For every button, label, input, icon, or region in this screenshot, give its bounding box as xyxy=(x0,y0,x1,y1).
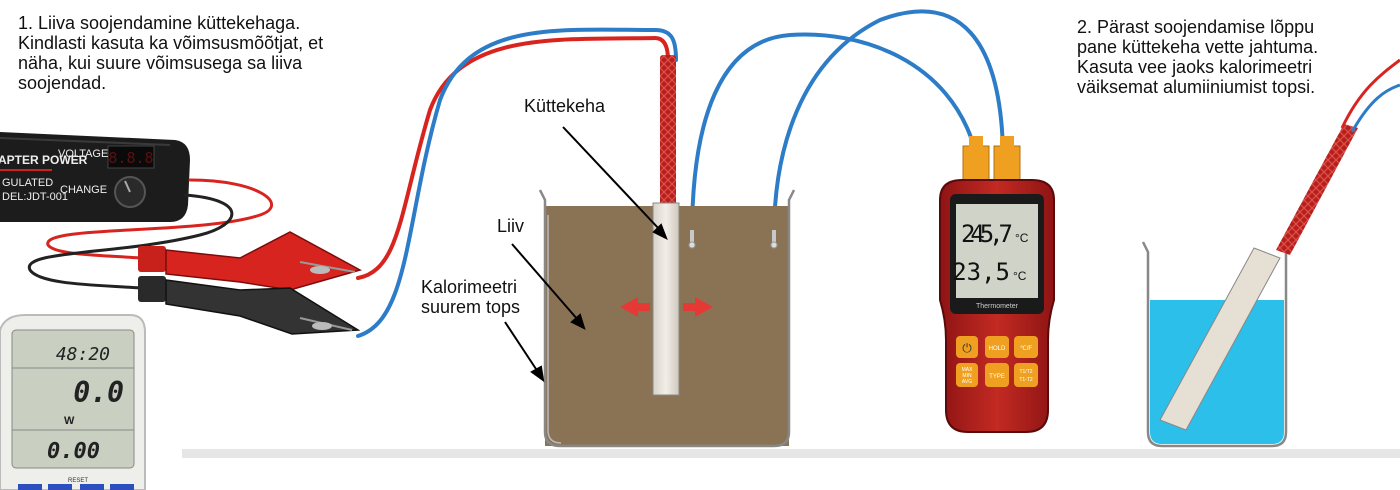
table-surface xyxy=(182,449,1400,458)
thermometer-t2: 23,5 xyxy=(952,258,1010,286)
adapter-voltage-label: VOLTAGE xyxy=(58,148,108,160)
power-meter-unit: W xyxy=(64,415,75,427)
thermometer-power-button[interactable] xyxy=(956,336,978,358)
thermometer-t1t2-button[interactable] xyxy=(1014,363,1038,387)
probe-tips xyxy=(688,230,778,249)
adapter-change-label: CHANGE xyxy=(60,184,107,196)
thermometer-type-button[interactable] xyxy=(985,363,1009,387)
calorimeter-big-cup-label: Kalorimeetri suurem tops xyxy=(421,277,521,317)
power-meter-button-1 xyxy=(18,484,42,490)
thermometer-t1: 245,7 xyxy=(961,220,1013,248)
power-meter: 48:20 0.0 W 0.00 RESET xyxy=(0,314,146,490)
heater-element xyxy=(652,202,680,396)
adapter-brand-text: APTER POWER xyxy=(0,153,88,167)
thermometer-model-label: Thermometer xyxy=(976,303,1019,310)
step-2-instructions: 2. Pärast soojendamise lõppu pane küttek… xyxy=(1077,17,1319,97)
svg-text:℃/F: ℃/F xyxy=(1020,346,1032,352)
power-meter-button-3 xyxy=(80,484,104,490)
adapter-wires xyxy=(27,178,274,290)
svg-text:HOLD: HOLD xyxy=(989,346,1006,352)
svg-text:⏻: ⏻ xyxy=(962,341,972,355)
adapter-model-text: DEL:JDT-001 xyxy=(2,191,68,203)
red-alligator-clip xyxy=(138,231,362,291)
power-meter-power: 0.0 xyxy=(73,376,124,409)
heater-cable xyxy=(356,27,678,338)
sand-label: Liiv xyxy=(497,216,525,236)
adapter-display: 8.8.8 xyxy=(108,149,153,167)
power-meter-energy: 0.00 xyxy=(47,439,100,464)
cooling-heater xyxy=(1159,58,1400,431)
power-meter-button-2 xyxy=(48,484,72,490)
thermometer-t2-unit: °C xyxy=(1013,269,1027,283)
thermometer: 245,7 °C 23,5 °C Thermometer ⏻ HOLD ℃/F … xyxy=(939,136,1055,433)
thermometer-hold-button[interactable] xyxy=(985,336,1009,358)
heat-flow-arrows xyxy=(620,297,713,317)
label-pointers xyxy=(504,126,668,383)
thermometer-t1-unit: °C xyxy=(1015,231,1029,245)
thermometer-unit-button[interactable] xyxy=(1014,336,1038,358)
power-meter-time: 48:20 xyxy=(56,344,110,365)
step-1-instructions: 1. Liiva soojendamine küttekehaga. Kindl… xyxy=(18,13,324,93)
adapter-regulated-text: GULATED xyxy=(2,177,53,189)
svg-text:TYPE: TYPE xyxy=(989,374,1005,380)
thermometer-maxminavg-button[interactable] xyxy=(956,363,978,387)
thermocouple-wires xyxy=(690,9,1005,238)
heater-label: Küttekeha xyxy=(524,96,606,116)
black-alligator-clip xyxy=(138,276,361,335)
heater-cable-braid xyxy=(660,55,676,205)
power-adapter: 8.8.8 APTER POWER GULATED DEL:JDT-001 VO… xyxy=(0,132,190,222)
power-meter-button-4 xyxy=(110,484,134,490)
power-meter-reset-label: RESET xyxy=(68,478,88,484)
